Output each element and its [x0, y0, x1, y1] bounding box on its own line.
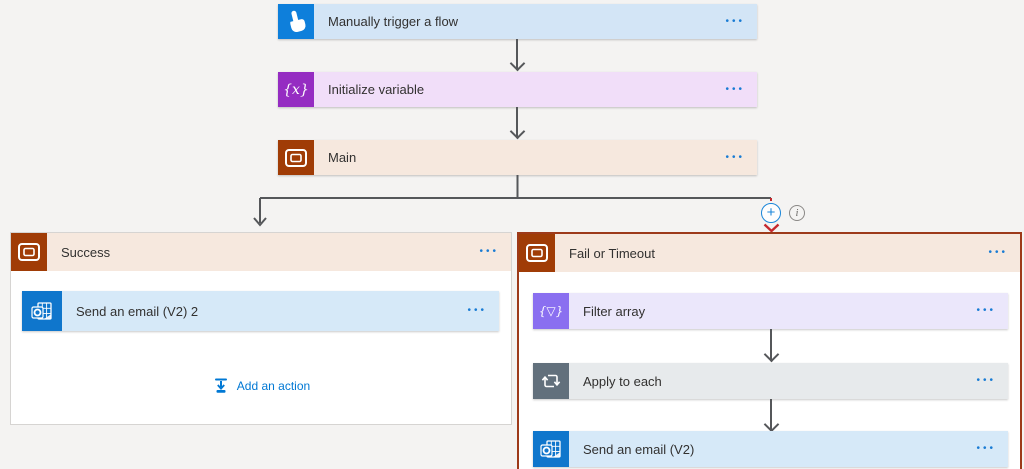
scope-label: Success	[61, 244, 111, 260]
more-options-button[interactable]: •••	[974, 372, 998, 390]
filter-array-icon-glyph: {▽}	[538, 304, 564, 318]
connector-variable-to-main	[516, 107, 518, 138]
add-action-label: Add an action	[236, 379, 311, 393]
action-label: Apply to each	[583, 373, 662, 389]
info-icon[interactable]: i	[789, 205, 805, 221]
connector-trigger-to-variable	[516, 39, 518, 70]
more-options-button[interactable]: •••	[723, 81, 747, 99]
scope-label: Fail or Timeout	[569, 245, 655, 261]
connector-apply-to-email	[770, 399, 772, 431]
more-options-button[interactable]: •••	[723, 149, 747, 167]
action-card-send-email-v2[interactable]: Send an email (V2) •••	[533, 431, 1008, 467]
action-card-initialize-variable[interactable]: {x} Initialize variable •••	[278, 72, 757, 107]
connector-branch	[253, 175, 772, 227]
connector-filter-to-apply	[770, 329, 772, 361]
trigger-card-manually-trigger-flow[interactable]: Manually trigger a flow •••	[278, 4, 757, 39]
scope-icon	[519, 234, 555, 272]
variable-icon-glyph: {x}	[283, 81, 309, 98]
action-card-send-email-v2-2[interactable]: Send an email (V2) 2 •••	[22, 291, 499, 331]
action-card-apply-to-each[interactable]: Apply to each •••	[533, 363, 1008, 399]
run-after-arrow-icon	[763, 223, 780, 233]
action-label: Send an email (V2)	[583, 441, 695, 457]
loop-icon	[533, 363, 569, 399]
filter-array-icon: {▽}	[533, 293, 569, 329]
scope-header-success[interactable]: Success •••	[11, 233, 511, 271]
more-options-button[interactable]: •••	[465, 302, 489, 320]
more-options-button[interactable]: •••	[986, 244, 1010, 262]
add-an-action-button[interactable]: Add an action	[11, 376, 511, 396]
outlook-icon	[533, 431, 569, 467]
action-label: Send an email (V2) 2	[76, 303, 199, 319]
scope-card-main[interactable]: Main •••	[278, 140, 757, 175]
more-options-button[interactable]: •••	[723, 13, 747, 31]
more-options-button[interactable]: •••	[974, 440, 998, 458]
scope-icon	[278, 140, 314, 175]
scope-container-fail-or-timeout: Fail or Timeout ••• {▽} Filter array •••	[517, 232, 1022, 469]
action-card-filter-array[interactable]: {▽} Filter array •••	[533, 293, 1008, 329]
more-options-button[interactable]: •••	[477, 243, 501, 261]
touch-icon	[278, 4, 314, 39]
add-action-icon	[214, 378, 227, 393]
trigger-label: Manually trigger a flow	[328, 14, 459, 29]
scope-container-success: Success ••• Send an email (V2) 2 •••	[10, 232, 512, 425]
variable-icon: {x}	[278, 72, 314, 107]
scope-icon	[11, 233, 47, 271]
action-label: Filter array	[583, 303, 646, 319]
insert-step-plus-button[interactable]: +	[761, 203, 781, 223]
action-label: Initialize variable	[328, 82, 425, 97]
scope-label: Main	[328, 150, 357, 165]
scope-header-fail-or-timeout[interactable]: Fail or Timeout •••	[519, 234, 1020, 272]
more-options-button[interactable]: •••	[974, 302, 998, 320]
outlook-icon	[22, 291, 62, 331]
